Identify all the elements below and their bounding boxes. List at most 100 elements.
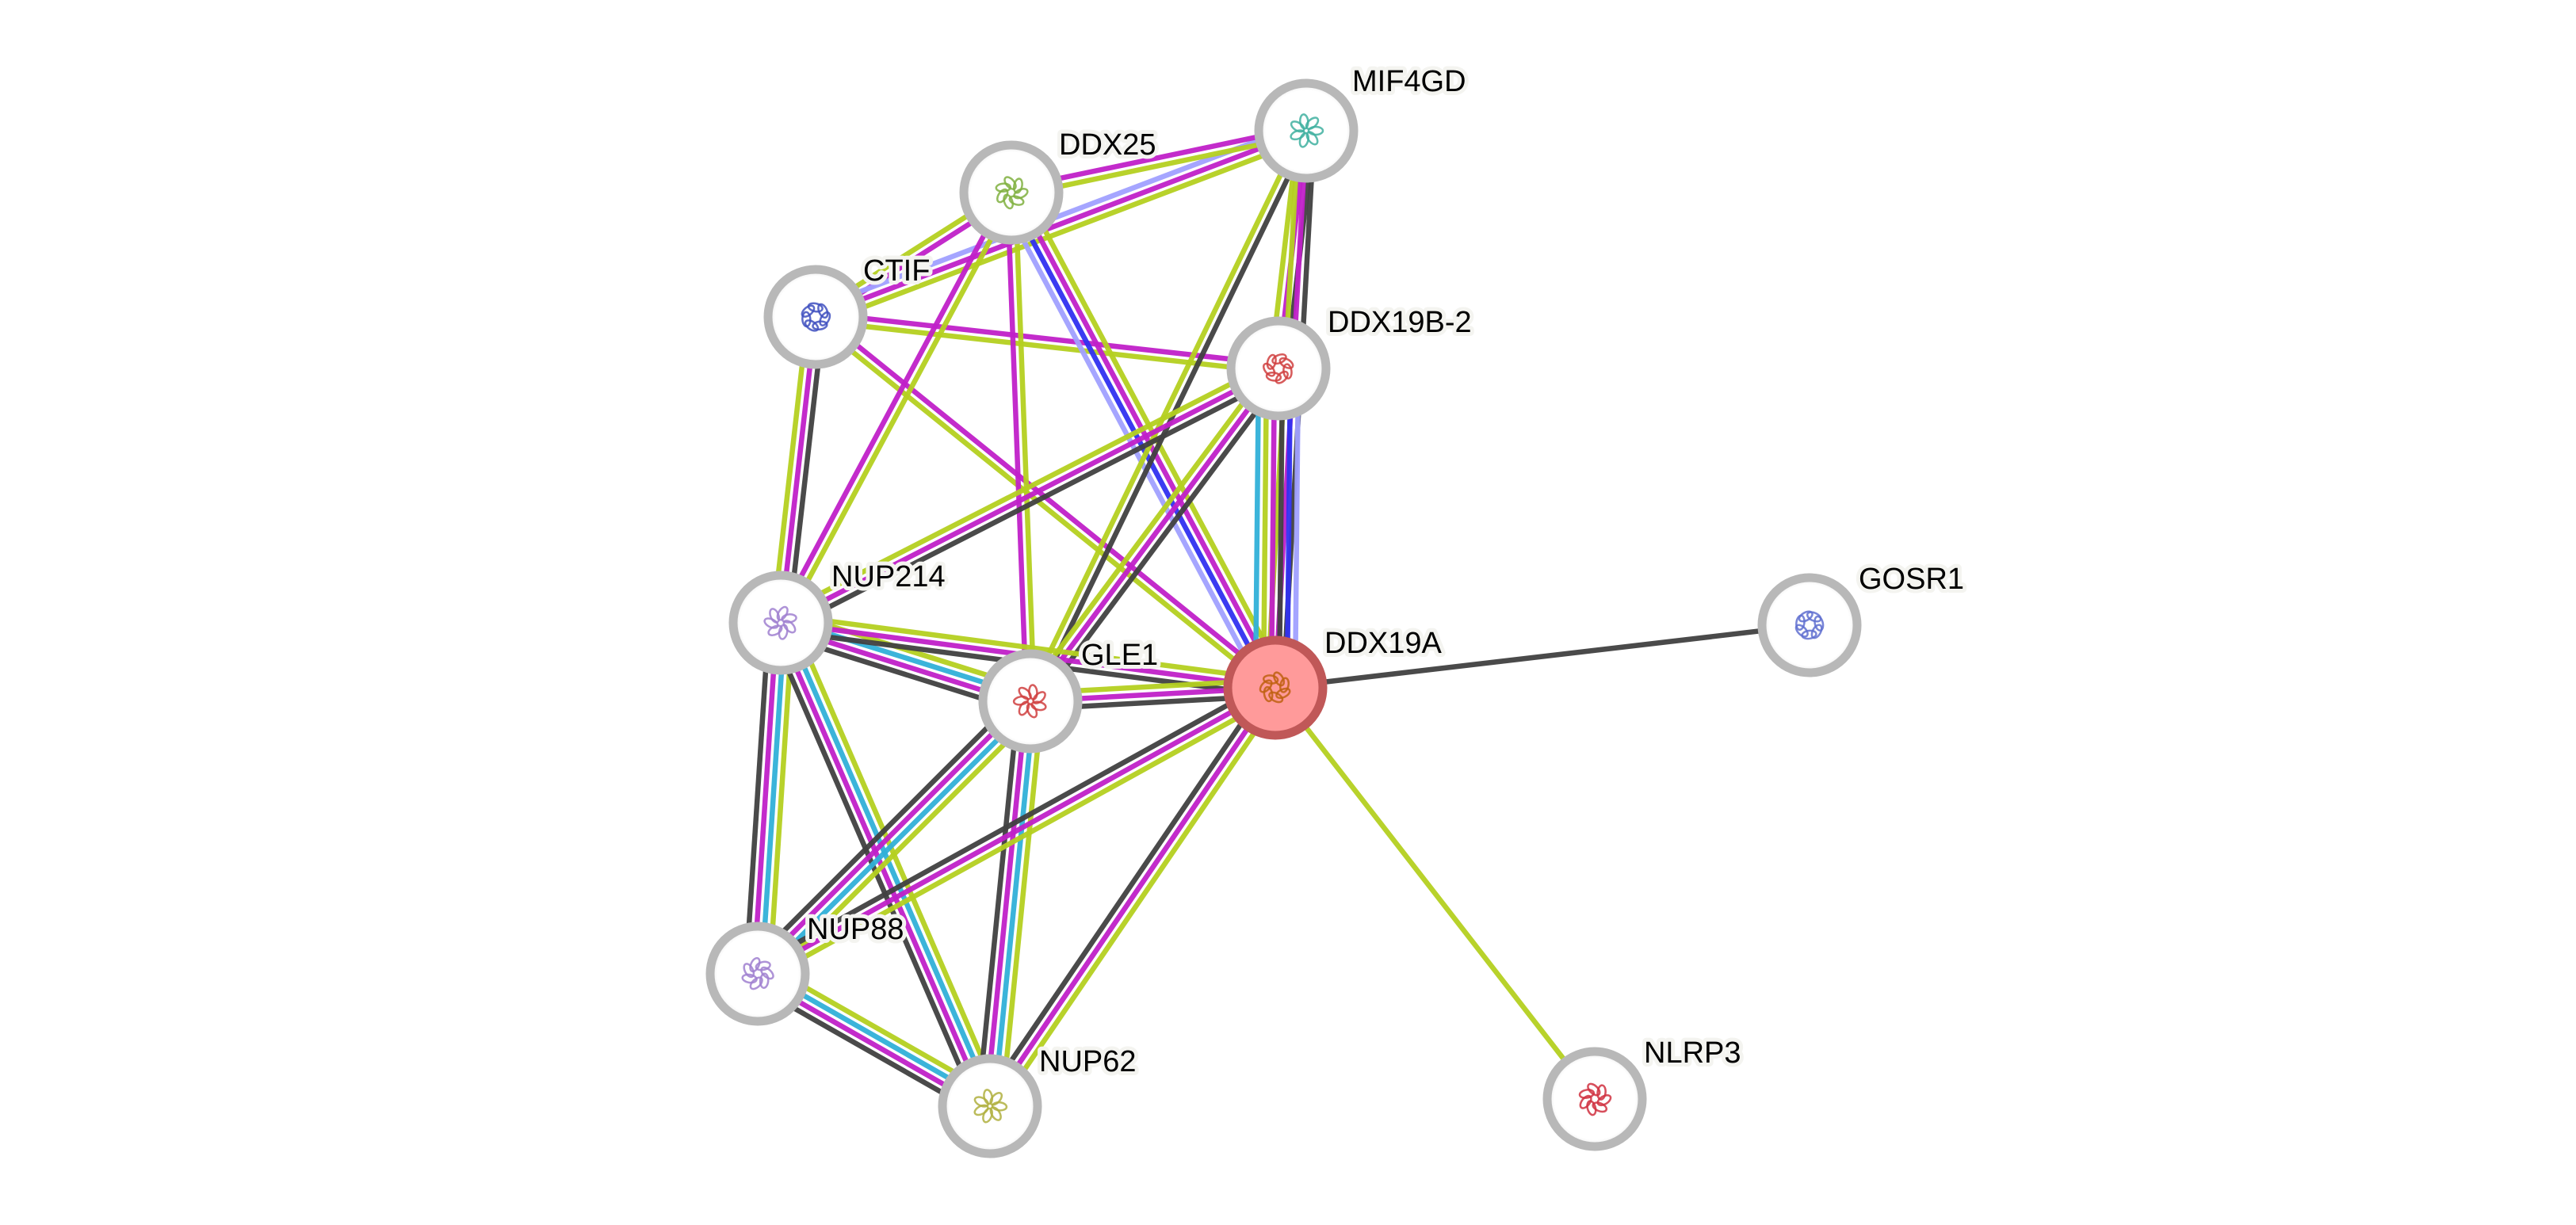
protein-structure-icon [1578, 1082, 1612, 1116]
edge-line-textmining [815, 318, 1278, 376]
edge-ddx19a-nup88[interactable] [752, 678, 1281, 983]
node-gle1[interactable]: GLE1 [978, 635, 1162, 754]
edge-line-textmining [782, 193, 1018, 626]
node-circle [1757, 573, 1862, 677]
node-nlrp3[interactable]: NLRP3 [1542, 1032, 1745, 1151]
node-label: NLRP3 [1644, 1036, 1741, 1070]
edge-line-textmining [1273, 686, 1597, 1101]
edge-line-textmining [775, 359, 1276, 618]
edge-ddx19b-2-gle1[interactable] [1022, 362, 1287, 708]
edge-line-textmining [811, 318, 1275, 693]
node-label: CTIF [863, 254, 930, 288]
edge-line-known-experimental [1028, 367, 1281, 703]
node-circle [1254, 78, 1359, 183]
edges-layer [743, 120, 1810, 1119]
edge-mif4gd-gle1[interactable] [1024, 128, 1313, 704]
edge-line-known-experimental [779, 366, 1280, 625]
edge-line-textmining [1024, 128, 1305, 701]
protein-structure-icon [1259, 671, 1291, 704]
edge-line-known-curated [759, 623, 788, 975]
edge-line-coexpression [767, 626, 982, 1112]
node-nup214[interactable]: NUP214 [728, 556, 950, 675]
edge-line-textmining [770, 315, 811, 623]
edge-line-textmining [1260, 368, 1270, 688]
edge-line-known-experimental [774, 189, 1011, 623]
edge-line-coexpression [1275, 622, 1810, 691]
edge-nup214-nup88[interactable] [743, 621, 796, 975]
edge-line-known-experimental [814, 128, 1308, 320]
edge-line-textmining [781, 612, 1277, 683]
edge-line-coexpression [981, 681, 1271, 1104]
edge-gle1-nup62[interactable] [975, 700, 1045, 1108]
edge-line-coexpression [785, 317, 827, 624]
node-label: DDX25 [1059, 128, 1156, 162]
edge-ddx19a-nlrp3[interactable] [1273, 686, 1597, 1101]
protein-structure-icon [1290, 113, 1324, 148]
node-circle [938, 1054, 1042, 1158]
edge-line-known-experimental [816, 311, 1280, 687]
edge-line-known-experimental [1004, 193, 1030, 702]
node-label: NUP88 [807, 913, 904, 946]
protein-structure-icon [801, 302, 831, 332]
node-circle [763, 265, 868, 369]
edge-line-known-experimental [753, 696, 1030, 973]
node-label: GLE1 [1081, 639, 1158, 672]
edge-line-coexpression [743, 621, 772, 974]
node-nup62[interactable]: NUP62 [938, 1041, 1141, 1158]
protein-structure-icon [1012, 684, 1047, 719]
edge-ddx19a-gosr1[interactable] [1275, 622, 1810, 691]
edge-line-coexpression [1276, 368, 1286, 689]
node-circle [959, 140, 1064, 245]
node-label: NUP214 [831, 560, 946, 593]
edge-line-textmining [766, 623, 796, 975]
query-node-circle [1223, 635, 1328, 740]
edge-line-textmining [994, 690, 1284, 1112]
edge-ddx19a-nup62[interactable] [981, 681, 1284, 1112]
edge-line-coexpression [975, 700, 1022, 1105]
protein-structure-icon [1794, 610, 1825, 640]
edge-ddx25-gle1[interactable] [1004, 192, 1038, 702]
edge-line-coexpression [1034, 372, 1287, 708]
edge-line-textmining [1022, 362, 1275, 698]
node-gosr1[interactable]: GOSR1 [1757, 559, 1968, 677]
node-label: DDX19A [1324, 627, 1442, 660]
node-ddx25[interactable]: DDX25 [959, 124, 1160, 245]
edge-ddx19b-2-nup214[interactable] [775, 359, 1284, 632]
node-label: DDX19B-2 [1328, 306, 1472, 339]
edge-line-textmining [760, 692, 1281, 983]
edge-line-known-curated [1252, 368, 1262, 688]
node-ctif[interactable]: CTIF [763, 250, 934, 369]
node-label: MIF4GD [1352, 65, 1466, 98]
edge-line-textmining [999, 702, 1045, 1108]
node-circle [728, 571, 833, 675]
edge-ctif-ddx19a[interactable] [811, 311, 1280, 693]
protein-structure-icon [995, 176, 1029, 210]
edge-line-predicted-neighborhood [1284, 368, 1294, 689]
edge-line-predicted-cooccurrence [1292, 368, 1301, 689]
edge-line-coexpression [747, 691, 1024, 967]
node-circle [1226, 316, 1331, 421]
protein-structure-icon [1263, 353, 1294, 384]
protein-structure-icon [973, 1089, 1008, 1124]
edge-line-known-experimental [1268, 368, 1278, 688]
edge-line-textmining [1012, 192, 1038, 701]
edge-line-known-curated [759, 702, 1035, 979]
node-label: NUP62 [1039, 1045, 1137, 1078]
node-ddx19a[interactable]: DDX19A [1223, 623, 1446, 740]
edge-ddx25-nup214[interactable] [774, 189, 1018, 626]
node-mif4gd[interactable]: MIF4GD [1254, 61, 1470, 183]
node-ddx19b-2[interactable]: DDX19B-2 [1226, 302, 1476, 421]
edge-line-known-experimental [756, 685, 1277, 976]
edge-line-textmining [817, 135, 1310, 327]
edge-ddx19b-2-ddx19a[interactable] [1252, 368, 1301, 689]
edge-line-known-experimental [988, 686, 1278, 1108]
edge-line-coexpression [752, 678, 1273, 970]
node-nup88[interactable]: NUP88 [705, 909, 908, 1026]
edge-line-known-experimental [751, 622, 780, 974]
edge-line-coexpression [783, 373, 1284, 632]
edge-line-textmining [789, 616, 1003, 1103]
protein-structure-icon [741, 956, 774, 990]
edge-line-known-experimental [983, 700, 1030, 1106]
